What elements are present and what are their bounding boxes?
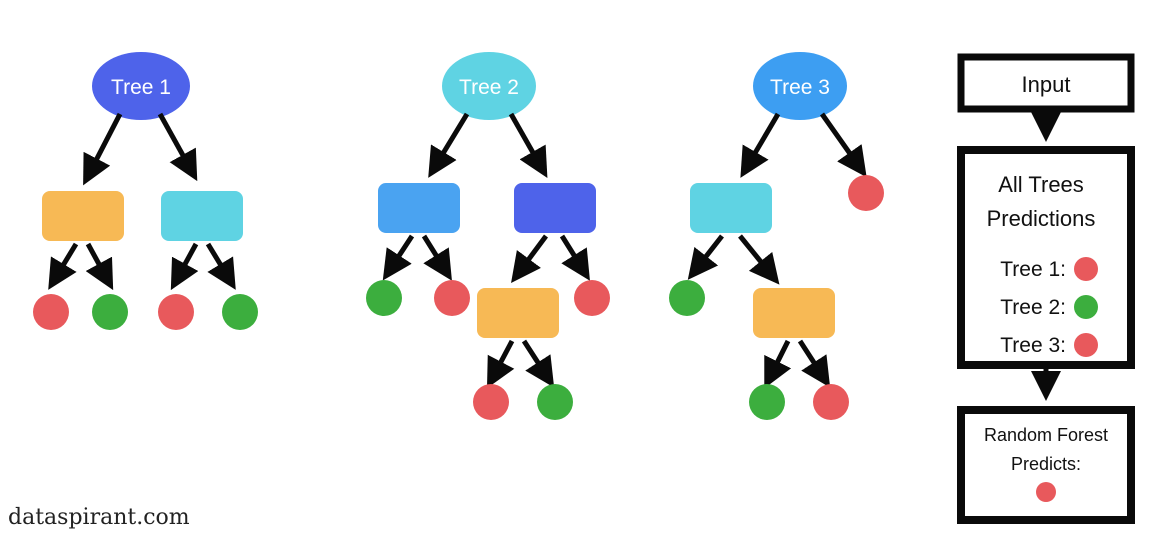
tree-2-leaf [473, 384, 509, 420]
tree-1-arrow [48, 242, 79, 290]
tree-2-root [442, 52, 536, 120]
prediction-panel: Input All Trees Predictions Tree 1: Tree… [957, 53, 1135, 524]
tree-1-arrow [157, 112, 198, 182]
tree-3-node [690, 183, 772, 233]
tree-1-arrow [83, 112, 123, 186]
tree-2-arrow [428, 112, 470, 178]
prediction-label: Tree 1: [1000, 258, 1066, 281]
prediction-label: Tree 2: [1000, 296, 1066, 319]
tree-2-leaf [366, 280, 402, 316]
tree-2: Tree 2 [366, 52, 610, 420]
tree-2-label: Tree 2 [459, 76, 519, 99]
tree-3-leaf [669, 280, 705, 316]
tree-1-node [42, 191, 124, 241]
tree-3-arrow [819, 112, 867, 178]
tree-2-node [514, 183, 596, 233]
tree-3-arrow [764, 339, 792, 389]
tree-1: Tree 1 [33, 52, 258, 330]
tree-2-arrow [521, 339, 555, 388]
tree-2-arrow [486, 339, 515, 389]
tree-3-arrow [797, 339, 831, 388]
tree-2-arrow [508, 112, 548, 179]
tree-2-node [477, 288, 559, 338]
prediction-label: Tree 3: [1000, 334, 1066, 357]
tree-1-label: Tree 1 [111, 76, 171, 99]
result-line2: Predicts: [1011, 454, 1081, 474]
tree-1-leaf [92, 294, 128, 330]
predictions-title-line1: All Trees [998, 172, 1084, 197]
prediction-dot [1074, 257, 1098, 281]
tree-3-arrow [738, 234, 780, 285]
tree-1-arrow [205, 242, 236, 290]
result-line1: Random Forest [984, 425, 1108, 445]
tree-3-leaf [813, 384, 849, 420]
tree-2-leaf [434, 280, 470, 316]
tree-1-leaf [222, 294, 258, 330]
input-label: Input [1022, 72, 1071, 97]
tree-3-leaf [749, 384, 785, 420]
tree-1-root [92, 52, 190, 120]
tree-3-arrow [687, 234, 724, 280]
tree-3-label: Tree 3 [770, 76, 830, 99]
tree-3-arrow [740, 112, 781, 178]
prediction-dot [1074, 333, 1098, 357]
prediction-dot [1074, 295, 1098, 319]
tree-2-arrow [559, 234, 590, 281]
tree-2-leaf [574, 280, 610, 316]
tree-2-leaf [537, 384, 573, 420]
tree-1-leaf [158, 294, 194, 330]
tree-1-arrow [85, 242, 114, 291]
predictions-title-line2: Predictions [987, 206, 1096, 231]
tree-3-root [753, 52, 847, 120]
tree-2-node [378, 183, 460, 233]
tree-2-arrow [511, 234, 549, 284]
tree-3: Tree 3 [669, 52, 884, 420]
tree-1-leaf [33, 294, 69, 330]
tree-2-arrow [382, 234, 415, 281]
tree-2-arrow [421, 234, 452, 281]
tree-1-arrow [170, 242, 199, 291]
tree-3-node [753, 288, 835, 338]
result-dot [1036, 482, 1056, 502]
watermark: dataspirant.com [8, 505, 190, 530]
input-box [957, 53, 1135, 113]
tree-3-leaf [848, 175, 884, 211]
predictions-box [957, 146, 1135, 369]
tree-1-node [161, 191, 243, 241]
